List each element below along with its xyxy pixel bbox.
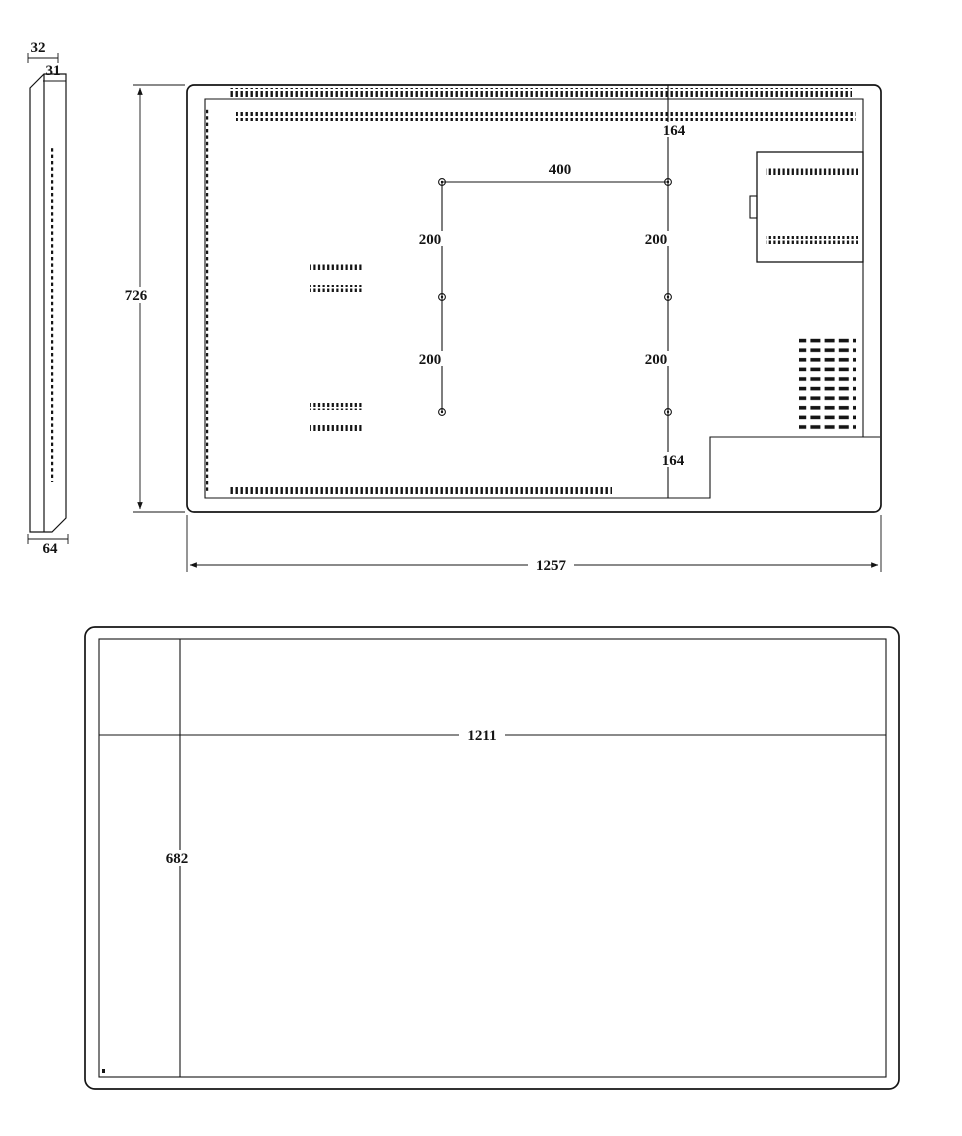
dim-vesa-upper-left-label: 200 [419, 232, 442, 248]
label-bg [657, 122, 691, 137]
dim-vesa-upper-right: 200 [639, 231, 674, 248]
vent-strip-mid-left-3 [310, 403, 362, 410]
label-bg [639, 351, 674, 366]
dim-vesa-upper-left: 200 [413, 231, 448, 248]
vent-strip-mid-left-1 [310, 263, 362, 270]
dim-front-height-label: 682 [166, 851, 189, 867]
label-bg [528, 557, 574, 573]
front-view: 1211 682 [84, 626, 900, 1090]
vesa-mount-pattern [438, 85, 672, 498]
label-bg [413, 351, 448, 366]
vent-row-top-outer [230, 88, 852, 97]
vesa-hole [438, 293, 446, 301]
label-bg [656, 452, 690, 467]
vent-column-left [206, 107, 211, 492]
dim-side-depth: 64 [27, 534, 69, 557]
io-box-vent-bottom [766, 236, 858, 244]
vent-row-bottom [230, 486, 612, 495]
dim-vesa-offset-top: 164 [657, 122, 691, 139]
front-corner-mark [102, 1069, 105, 1073]
vesa-hole [438, 178, 446, 186]
vent-row-top-inner [236, 112, 856, 121]
rear-outer-case [186, 84, 882, 513]
dim-vesa-offset-top-label: 164 [663, 123, 686, 139]
rear-io-box-tab [749, 195, 758, 219]
dim-side-depth-label: 64 [43, 541, 59, 557]
label-bg [118, 287, 155, 303]
vesa-hole [664, 293, 672, 301]
dim-vesa-offset-bottom-label: 164 [662, 453, 685, 469]
dim-front-height: 682 [159, 850, 195, 867]
vesa-hole [664, 408, 672, 416]
dim-vesa-horizontal: 400 [544, 161, 577, 178]
label-bg [544, 161, 577, 176]
label-bg [413, 231, 448, 246]
side-view: 32 31 64 [27, 40, 69, 557]
rear-view: 400 164 200 200 200 200 164 [118, 84, 882, 574]
dim-vesa-lower-right-label: 200 [645, 352, 668, 368]
label-bg [639, 231, 674, 246]
vent-strip-mid-left-2 [310, 285, 362, 292]
dim-side-thickness-top: 32 [27, 40, 59, 63]
side-vent-dots [50, 148, 55, 482]
side-profile-outline [29, 73, 67, 533]
vesa-hole [438, 408, 446, 416]
vesa-hole [664, 178, 672, 186]
vent-grid-bottom-right [799, 337, 856, 433]
dim-vesa-lower-right: 200 [639, 351, 674, 368]
vent-strip-mid-left-4 [310, 425, 362, 432]
label-bg [159, 850, 195, 866]
dim-vesa-offset-bottom: 164 [656, 452, 690, 469]
label-bg [459, 727, 505, 743]
io-box-vent-top [766, 168, 858, 176]
dim-side-thickness-top-label: 32 [31, 40, 46, 56]
dim-front-width-label: 1211 [467, 728, 496, 744]
dim-vesa-upper-right-label: 200 [645, 232, 668, 248]
dim-vesa-lower-left: 200 [413, 351, 448, 368]
dim-front-width: 1211 [459, 727, 505, 744]
dim-rear-width: 1257 [186, 515, 882, 574]
rear-inner-panel [204, 98, 864, 499]
dim-rear-width-label: 1257 [536, 558, 567, 574]
front-inner-frame [98, 638, 887, 1078]
dim-rear-height-label: 726 [125, 288, 148, 304]
dim-side-thickness-mid-label: 31 [46, 63, 61, 79]
dim-rear-height: 726 [118, 84, 185, 513]
dim-vesa-horizontal-label: 400 [549, 162, 572, 178]
front-outer-bezel [84, 626, 900, 1090]
dim-vesa-lower-left-label: 200 [419, 352, 442, 368]
